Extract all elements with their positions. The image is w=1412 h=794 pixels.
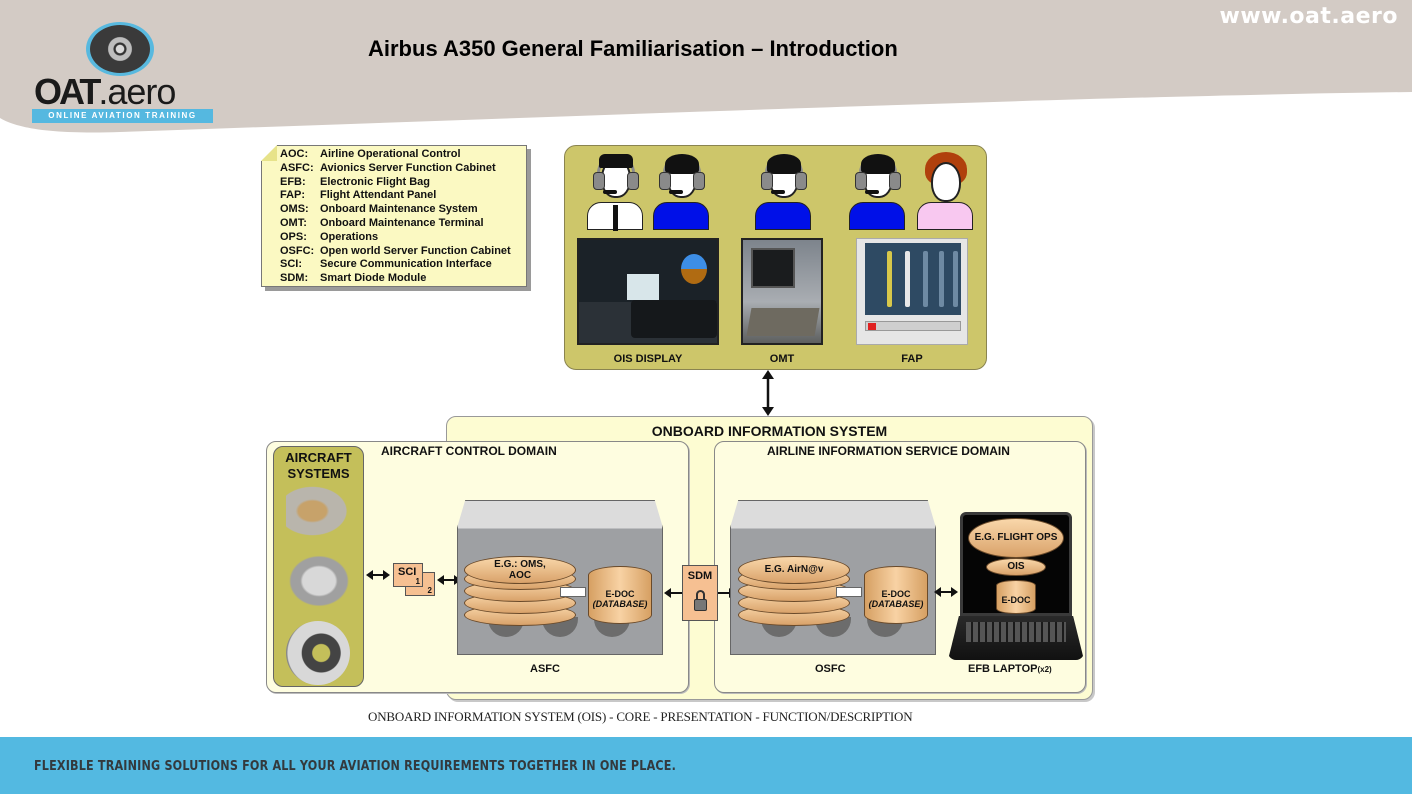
legend-meaning: Flight Attendant Panel [320,189,437,202]
legend-item: FAP: Flight Attendant Panel [280,189,526,203]
engine-fan-icon [86,22,154,76]
double-arrow-horizontal-icon [934,587,958,597]
double-arrow-vertical-icon [762,370,774,416]
laptop-edoc-database: E-DOC [996,580,1036,614]
legend-meaning: Avionics Server Function Cabinet [320,161,496,174]
legend-abbreviation: OMT: [280,216,307,229]
arrow-left-icon [664,588,682,598]
legend-abbreviation: AOC: [280,148,309,160]
fap-label: FAP [901,353,923,365]
aircraft-systems-title: AIRCRAFT SYSTEMS [285,450,352,481]
users-terminals-panel: OIS DISPLAY OMT FAP [564,145,987,370]
footer-band: FLEXIBLE TRAINING SOLUTIONS FOR ALL YOUR… [0,737,1412,794]
white-double-arrow-icon [836,587,862,597]
legend-abbreviation: FAP: [280,189,306,202]
figure-caption: ONBOARD INFORMATION SYSTEM (OIS) - CORE … [368,709,913,724]
flight-ops-app: E.G. FLIGHT OPS [968,518,1064,558]
osfc-application-stack: E.G. AirN@v [738,556,850,630]
ois-app: OIS [986,558,1046,576]
crew-member-icon [849,152,905,230]
legend-meaning: Airline Operational Control [320,148,461,160]
asfc-application-stack: E.G.: OMS,AOC [464,556,576,630]
website-link[interactable]: www.oat.aero [1219,4,1398,29]
legend-abbreviation: ASFC: [280,161,314,174]
lock-icon [694,590,707,612]
legend-item: ASFC: Avionics Server Function Cabinet [280,162,526,176]
legend-abbreviation: OSFC: [280,244,315,257]
asfc-edoc-database: E-DOC(DATABASE) [588,566,652,624]
legend-item: EFB: Electronic Flight Bag [280,176,526,190]
note-fold-icon [261,145,277,161]
legend-item: OSFC: Open world Server Function Cabinet [280,245,526,259]
legend-item: OMS: Onboard Maintenance System [280,203,526,217]
ois-title: ONBOARD INFORMATION SYSTEM [651,423,888,439]
legend-abbreviation: SCI: [280,258,302,271]
legend-meaning: Operations [320,230,379,243]
osfc-edoc-database: E-DOC(DATABASE) [864,566,928,624]
double-arrow-horizontal-icon [366,570,390,580]
header-band [0,0,1412,133]
legend-item: SDM: Smart Diode Module [280,272,526,286]
engine-component-icon [286,553,352,609]
legend-meaning: Secure Communication Interface [320,258,492,271]
legend-item: OPS: Operations [280,231,526,245]
flight-attendant-icon [917,152,973,230]
legend-meaning: Smart Diode Module [320,272,427,285]
legend-abbreviation: SDM: [280,272,309,285]
airline-information-service-domain-title: AIRLINE INFORMATION SERVICE DOMAIN [767,444,1010,458]
oat-logo[interactable]: OAT.aero ONLINE AVIATION TRAINING [30,22,215,124]
legend-item: AOC: Airline Operational Control [280,148,526,162]
page-title: Airbus A350 General Familiarisation – In… [368,36,898,61]
legend-abbreviation: EFB: [280,175,306,188]
legend-abbreviation: OMS: [280,203,309,216]
legend-item: OMT: Onboard Maintenance Terminal [280,217,526,231]
ois-display-label: OIS DISPLAY [613,353,683,365]
efb-laptop: E.G. FLIGHT OPS OIS E-DOC [948,512,1084,660]
efb-laptop-label: EFB LAPTOP(x2) [968,663,1052,675]
asfc-label: ASFC [530,663,560,675]
legend-meaning: Electronic Flight Bag [320,175,431,188]
logo-wordmark: OAT.aero [34,71,176,112]
white-double-arrow-icon [560,587,586,597]
aircraft-control-domain-title: AIRCRAFT CONTROL DOMAIN [381,444,557,458]
legend-meaning: Open world Server Function Cabinet [320,244,511,257]
pilot-captain-icon [587,152,643,231]
footer-tagline: FLEXIBLE TRAINING SOLUTIONS FOR ALL YOUR… [34,759,677,774]
crew-member-icon [653,152,709,230]
nacelle-component-icon [286,621,350,685]
legend-meaning: Onboard Maintenance Terminal [320,216,484,229]
legend-meaning: Onboard Maintenance System [320,203,478,216]
apu-component-icon [286,483,352,539]
legend-item: SCI: Secure Communication Interface [280,258,526,272]
sdm-module: SDM [682,565,718,621]
logo-tagline: ONLINE AVIATION TRAINING [32,109,213,123]
omt-image [741,238,823,345]
crew-member-icon [755,152,811,230]
ois-display-image [577,238,719,345]
fap-image [856,238,968,345]
aircraft-systems-panel: AIRCRAFT SYSTEMS [273,446,364,687]
osfc-label: OSFC [815,663,846,675]
omt-label: OMT [769,353,795,365]
legend-abbreviation: OPS: [280,230,307,243]
